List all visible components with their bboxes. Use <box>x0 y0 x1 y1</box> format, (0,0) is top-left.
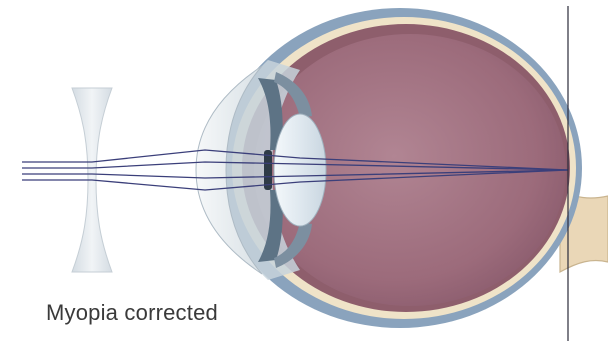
crystalline-lens <box>274 114 326 226</box>
diagram-caption: Myopia corrected <box>46 300 218 326</box>
